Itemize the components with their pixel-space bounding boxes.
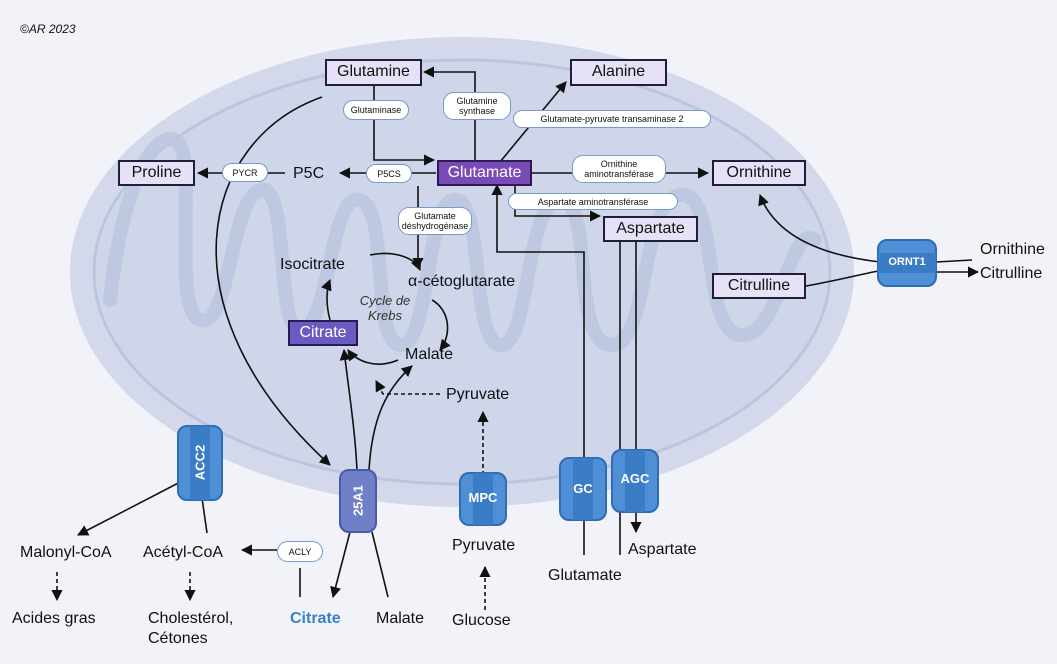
acly-enzyme: ACLY <box>277 541 323 562</box>
acetyl-coa-label: Acétyl-CoA <box>143 544 224 561</box>
citrulline-box: Citrulline <box>712 273 806 299</box>
malate-inner-label: Malate <box>405 346 454 363</box>
acc2-label: ACC2 <box>192 444 208 481</box>
glucose-label: Glucose <box>452 612 511 629</box>
ornithine-box: Ornithine <box>712 160 806 186</box>
ornithine-cyto-label: Ornithine <box>980 241 1045 258</box>
gpt2-enzyme: Glutamate-pyruvate transaminase 2 <box>513 110 711 128</box>
proline-box: Proline <box>118 160 195 186</box>
gc-label: GC <box>573 481 593 496</box>
glutamate-box: Glutamate <box>437 160 532 186</box>
krebs-line1: Cycle de <box>359 293 411 308</box>
slc25a1-label: 25A1 <box>350 484 366 517</box>
acides-gras-label: Acides gras <box>12 610 96 627</box>
oat-enzyme: Ornithine aminotransférase <box>572 155 666 183</box>
krebs-cycle-label: Cycle de Krebs <box>350 293 420 323</box>
dashed-arrows <box>51 380 491 610</box>
citrulline-cyto-label: Citrulline <box>980 265 1043 282</box>
mpc-transporter <box>459 472 507 526</box>
gdh-line1: Glutamate <box>414 211 456 221</box>
cetones-label: Cétones <box>148 630 208 647</box>
glutamate-cyto-label: Glutamate <box>548 567 622 584</box>
aspartate-cyto-label: Aspartate <box>628 541 697 558</box>
cholesterol-label: Cholestérol, <box>148 610 234 627</box>
pycr-enzyme: PYCR <box>222 163 268 182</box>
gdh-enzyme: Glutamate déshydrogénase <box>398 207 472 235</box>
aspartate-box: Aspartate <box>603 216 698 242</box>
citrate-cyto-label: Citrate <box>290 610 341 627</box>
glutamine-box: Glutamine <box>325 59 422 86</box>
gdh-line2: déshydrogénase <box>401 221 469 231</box>
acc2-transporter <box>177 425 223 501</box>
ast-enzyme: Aspartate aminotransférase <box>508 193 678 210</box>
glutamine-synthase-enzyme: Glutamine synthase <box>443 92 511 120</box>
glutamine-synthase-line1: Glutamine <box>456 96 498 106</box>
copyright: ©AR 2023 <box>20 22 76 36</box>
malonyl-coa-label: Malonyl-CoA <box>20 544 112 561</box>
ornt1-label: ORNT1 <box>888 256 926 268</box>
alpha-ketoglutarate-label: α-cétoglutarate <box>408 273 516 290</box>
oat-line1: Ornithine <box>600 159 638 169</box>
agc-transporter <box>611 449 659 513</box>
oat-line2: aminotransférase <box>584 169 654 179</box>
citrate-box: Citrate <box>288 320 358 346</box>
pyruvate-cyto-label: Pyruvate <box>452 537 516 554</box>
mpc-label: MPC <box>468 490 498 505</box>
p5c-label: P5C <box>293 165 325 182</box>
slc25a1-transporter <box>339 469 377 533</box>
agc-label: AGC <box>620 471 650 486</box>
p5cs-enzyme: P5CS <box>366 164 412 183</box>
ornt1-transporter <box>877 239 937 287</box>
glutamine-synthase-line2: synthase <box>458 106 496 116</box>
gc-transporter <box>559 457 607 521</box>
krebs-line2: Krebs <box>368 308 402 323</box>
pyruvate-inner-label: Pyruvate <box>446 386 510 403</box>
alanine-box: Alanine <box>570 59 667 86</box>
isocitrate-label: Isocitrate <box>280 256 345 273</box>
glutaminase-enzyme: Glutaminase <box>343 100 409 120</box>
malate-cyto-label: Malate <box>376 610 425 627</box>
